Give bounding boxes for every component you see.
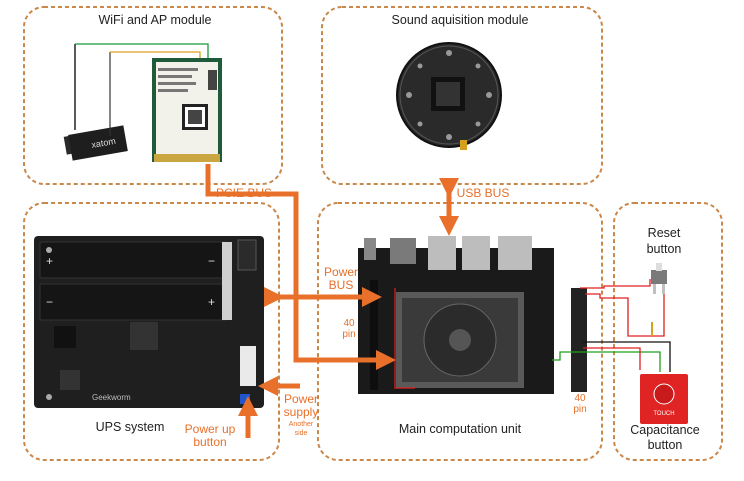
sound-module-frame — [321, 6, 603, 185]
pin-left-label-2: pin — [342, 329, 356, 340]
pin-right-label-1: 40 — [574, 393, 586, 404]
wifi-module-frame — [23, 6, 283, 185]
antenna-brand-text: xatom — [91, 136, 117, 150]
main-unit-frame — [317, 202, 603, 461]
pcie-bus-label: PCIE BUS — [215, 186, 272, 200]
battery-minus-left: − — [46, 295, 53, 309]
power-bus-label-1: Power — [323, 265, 358, 279]
power-up-button-label-2: button — [193, 435, 227, 449]
button-wires — [552, 279, 671, 372]
another-side-label-2: side — [294, 430, 308, 437]
pin-right-label-2: pin — [573, 404, 587, 415]
battery-plus-right: + — [208, 295, 215, 309]
ups-module-frame — [23, 202, 280, 461]
bus-arrows — [205, 164, 459, 438]
wifi-card-illustration — [63, 43, 222, 162]
power-supply-label-1: Power — [283, 392, 318, 406]
main-unit-title: Main computation unit — [398, 422, 522, 436]
capacitance-button-label-1: Capacitance — [630, 423, 700, 437]
usb-bus-label: USB BUS — [456, 186, 510, 200]
sound-module-title: Sound aquisition module — [391, 13, 529, 27]
ups-board-illustration — [34, 236, 264, 408]
power-up-button-label-1: Power up — [184, 422, 236, 436]
sound-board-illustration — [396, 42, 502, 150]
power-bus-label-2: BUS — [328, 278, 354, 292]
wifi-module-title: WiFi and AP module — [98, 13, 212, 27]
reset-button-label-2: button — [646, 242, 682, 256]
another-side-label-1: Another — [288, 421, 314, 428]
battery-plus-left: + — [46, 254, 53, 268]
reset-button-illustration — [651, 263, 667, 294]
touch-label: TOUCH — [653, 411, 674, 417]
main-board-illustration — [358, 236, 587, 394]
ups-module-title: UPS system — [95, 420, 165, 434]
ups-brand-text: Geekworm — [92, 393, 131, 402]
capacitance-pad-illustration — [640, 374, 688, 424]
battery-minus-right: − — [208, 254, 215, 268]
capacitance-button-label-2: button — [647, 438, 683, 452]
buttons-frame — [613, 202, 723, 461]
pin-left-label-1: 40 — [343, 318, 355, 329]
power-supply-label-2: supply — [283, 405, 319, 419]
reset-button-label-1: Reset — [647, 226, 681, 240]
